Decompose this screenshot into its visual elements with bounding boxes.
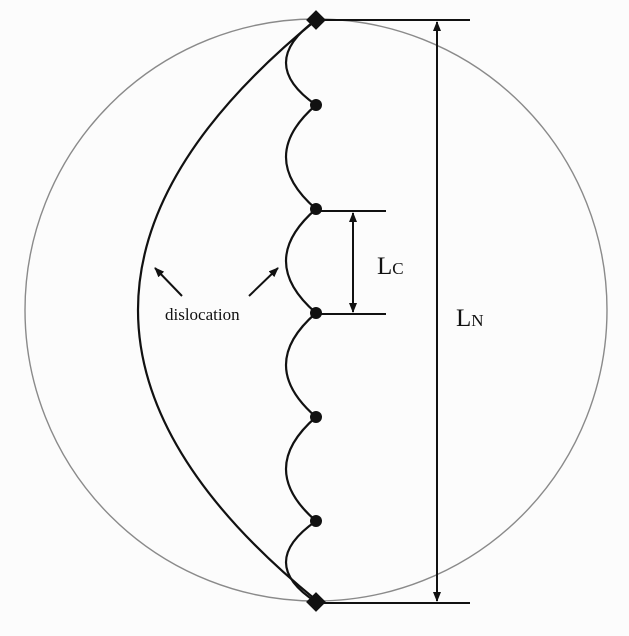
obstacle-point-1	[310, 99, 322, 111]
lc-label-subscript: C	[392, 259, 403, 278]
pointer-arrow-scalloped-line	[248, 267, 279, 297]
ln-label: LN	[456, 305, 484, 332]
lc-label: LC	[377, 253, 404, 280]
lc-label-main: L	[377, 253, 392, 280]
dislocation-label: dislocation	[165, 305, 240, 324]
obstacle-point-4	[310, 411, 322, 423]
bowed-dislocation-line	[137, 19, 317, 601]
pointer-arrow-bowed-line	[154, 267, 183, 297]
ln-label-subscript: N	[471, 311, 483, 330]
ln-label-main: L	[456, 305, 471, 332]
obstacle-point-5	[310, 515, 322, 527]
obstacle-point-2	[310, 203, 322, 215]
